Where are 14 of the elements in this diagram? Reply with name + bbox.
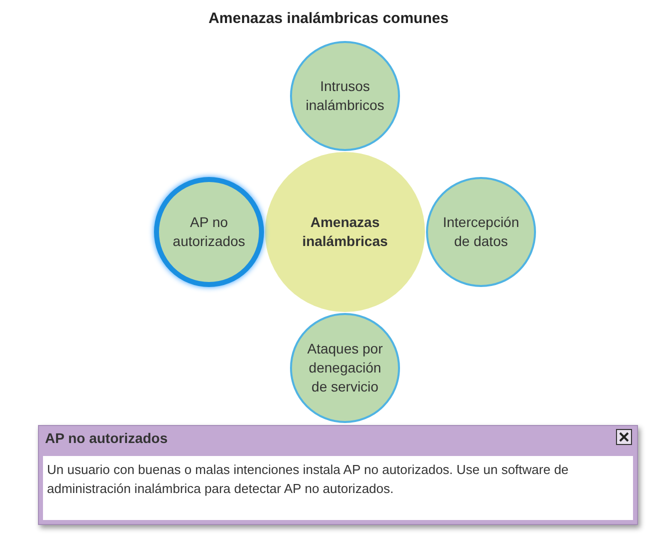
diagram-title: Amenazas inalámbricas comunes: [207, 10, 450, 27]
panel-title: AP no autorizados: [45, 430, 168, 446]
panel-body-text: Un usuario con buenas o malas intenciones instala AP no autorizados. Use un software de administración inalámbrica para detectar AP no autorizados.: [43, 456, 633, 520]
circle-label: Amenazas inalámbricas: [301, 213, 389, 251]
circle-label: AP no autorizados: [172, 213, 246, 251]
topic-circle: [290, 41, 400, 151]
central-circle: [265, 152, 425, 312]
topic-circle: [426, 177, 536, 287]
circle-label: Ataques por denegación de servicio: [306, 340, 384, 396]
info-panel: [38, 425, 638, 525]
circle-label: Intercepción de datos: [442, 213, 520, 251]
topic-circle: [290, 313, 400, 423]
topic-circle: [154, 177, 264, 287]
circle-label: Intrusos inalámbricos: [304, 77, 386, 115]
